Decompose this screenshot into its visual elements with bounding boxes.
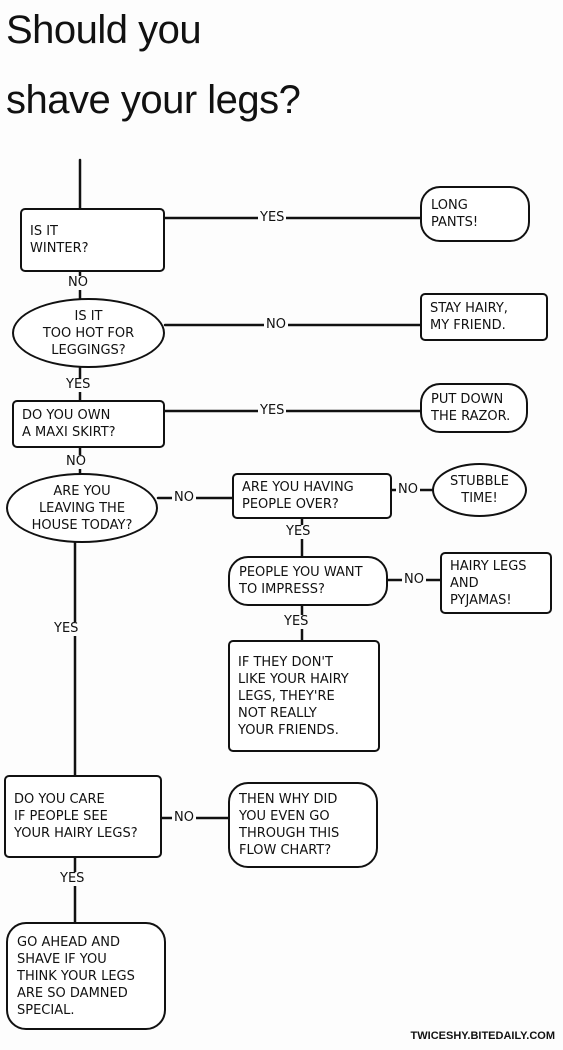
question-maxi-skirt: DO YOU OWN A MAXI SKIRT?	[12, 400, 165, 448]
edge-label-impress-no: NO	[402, 572, 426, 587]
question-care-if-seen: DO YOU CARE IF PEOPLE SEE YOUR HAIRY LEG…	[4, 775, 162, 858]
edge-label-too-hot-yes: YES	[64, 377, 93, 392]
edge-label-impress-yes: YES	[282, 614, 311, 629]
answer-not-really-friends: IF THEY DON'T LIKE YOUR HAIRY LEGS, THEY…	[228, 640, 380, 752]
question-people-over: ARE YOU HAVING PEOPLE OVER?	[232, 473, 392, 519]
title-line-1: Should you	[6, 8, 202, 52]
edge-label-leaving-no: NO	[172, 490, 196, 505]
question-too-hot: IS IT TOO HOT FOR LEGGINGS?	[12, 298, 165, 368]
edge-label-winter-no: NO	[66, 275, 90, 290]
answer-long-pants: LONG PANTS!	[420, 186, 530, 242]
answer-put-down-razor: PUT DOWN THE RAZOR.	[420, 383, 528, 433]
edge-label-winter-yes: YES	[258, 210, 287, 225]
edge-label-maxi-yes: YES	[258, 403, 287, 418]
edge-label-care-yes: YES	[58, 871, 87, 886]
question-leaving-house: ARE YOU LEAVING THE HOUSE TODAY?	[6, 473, 158, 543]
edge-label-people-over-no: NO	[396, 482, 420, 497]
edge-label-people-over-yes: YES	[284, 524, 313, 539]
edge-label-care-no: NO	[172, 810, 196, 825]
answer-go-ahead-shave: GO AHEAD AND SHAVE IF YOU THINK YOUR LEG…	[6, 922, 166, 1030]
question-people-impress: PEOPLE YOU WANT TO IMPRESS?	[228, 556, 388, 606]
edge-label-leaving-yes: YES	[52, 621, 81, 636]
title-line-2: shave your legs?	[6, 78, 301, 122]
answer-why-flowchart: THEN WHY DID YOU EVEN GO THROUGH THIS FL…	[228, 782, 378, 868]
edge-label-too-hot-no: NO	[264, 317, 288, 332]
answer-stay-hairy: STAY HAIRY, MY FRIEND.	[420, 293, 548, 341]
question-winter: IS IT WINTER?	[20, 208, 165, 272]
site-credit: TWICESHY.BITEDAILY.COM	[410, 1030, 555, 1042]
answer-stubble-time: STUBBLE TIME!	[432, 463, 527, 517]
answer-hairy-legs-pyjamas: HAIRY LEGS AND PYJAMAS!	[440, 552, 552, 614]
edge-label-maxi-no: NO	[64, 454, 88, 469]
